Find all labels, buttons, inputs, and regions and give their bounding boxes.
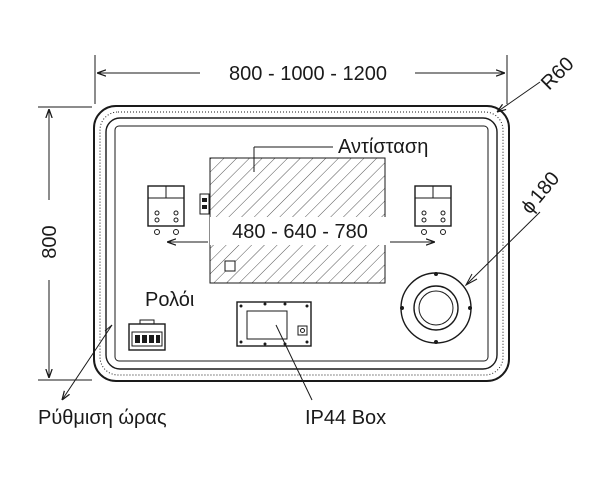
right-bracket	[414, 185, 452, 235]
clock-display-icon: Ρολόι	[128, 289, 194, 351]
ip44-box-label: IP44 Box	[305, 407, 386, 429]
heater-width-dimension: 480 - 640 - 780	[167, 217, 435, 245]
heater-width-label: 480 - 640 - 780	[232, 221, 368, 243]
diameter-label-group: ϕ 180	[517, 168, 564, 218]
height-dimension: 800	[38, 106, 92, 381]
mirror-frame	[93, 105, 510, 382]
clock-label: Ρολόι	[145, 289, 194, 311]
time-setting-callout: Ρύθμιση ώρας	[38, 324, 167, 429]
switch-icon	[199, 193, 210, 215]
height-dimension-label: 800	[39, 225, 61, 258]
round-light-icon	[400, 272, 472, 344]
width-dimension-label: 800 - 1000 - 1200	[229, 63, 387, 85]
ip44-box: IP44 Box	[236, 301, 386, 429]
diameter-callout: ϕ 180	[464, 168, 564, 287]
diameter-label: 180	[526, 168, 564, 208]
radius-callout: R60	[497, 53, 579, 112]
width-dimension: 800 - 1000 - 1200	[94, 55, 508, 104]
time-setting-label: Ρύθμιση ώρας	[38, 407, 167, 429]
radius-label: R60	[537, 53, 579, 95]
heater-pad: Αντίσταση	[209, 136, 428, 284]
heater-label: Αντίσταση	[338, 136, 428, 158]
left-bracket	[147, 185, 185, 235]
